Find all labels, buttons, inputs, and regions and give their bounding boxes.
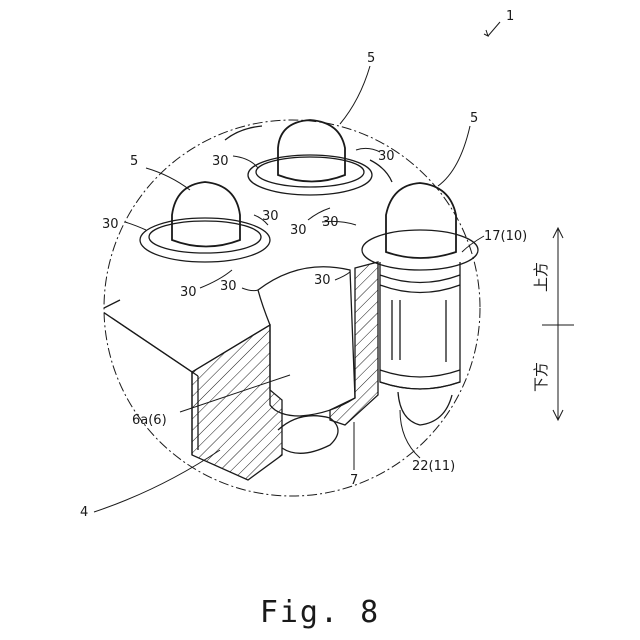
- label-7: 7: [350, 473, 358, 488]
- label-4: 4: [80, 505, 88, 520]
- label-up: 上方: [532, 262, 550, 292]
- label-5-right: 5: [470, 111, 478, 126]
- label-30-b: 30: [378, 149, 395, 164]
- nub-22: [398, 392, 452, 425]
- label-30-g: 30: [180, 285, 197, 300]
- label-6a-6: 6a(6): [132, 413, 167, 428]
- label-30-f: 30: [322, 215, 339, 230]
- label-1: 1: [506, 9, 514, 24]
- plunger-center: [248, 120, 372, 195]
- detail-circle: [104, 120, 480, 496]
- body-chamfer: [112, 318, 198, 450]
- section-hatch-right: [330, 262, 378, 425]
- plunger-left: [140, 182, 270, 262]
- hole-bottom-ellipse: [278, 416, 338, 454]
- section-hatch-left: [192, 325, 282, 480]
- plunger-partial-top: [225, 126, 392, 182]
- figure-caption: Fig. 8: [260, 595, 380, 630]
- label-30-a: 30: [212, 154, 229, 169]
- label-17-10: 17(10): [484, 229, 527, 244]
- plunger-right: [362, 183, 478, 270]
- leader-lines: [94, 22, 500, 512]
- label-30-c: 30: [102, 217, 119, 232]
- label-5-center: 5: [367, 51, 375, 66]
- label-30-e: 30: [290, 223, 307, 238]
- cylinder-17-shade: [392, 300, 446, 362]
- label-5-left: 5: [130, 154, 138, 169]
- label-30-d: 30: [262, 209, 279, 224]
- label-30-i: 30: [314, 273, 331, 288]
- label-down: 下方: [532, 362, 550, 392]
- label-30-h: 30: [220, 279, 237, 294]
- label-22-11: 22(11): [412, 459, 455, 474]
